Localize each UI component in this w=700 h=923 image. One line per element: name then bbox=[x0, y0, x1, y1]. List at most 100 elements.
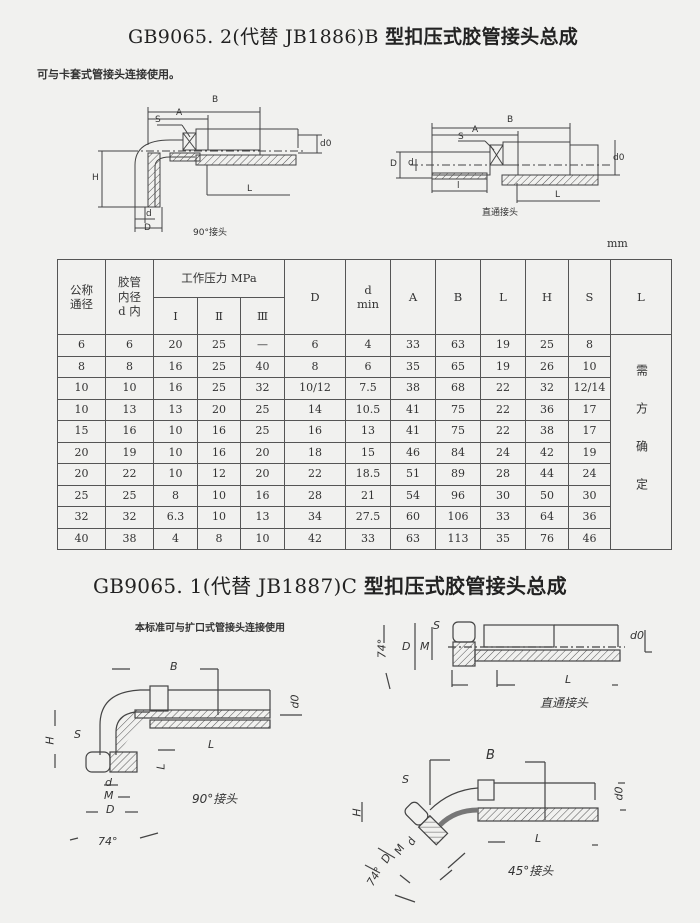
dim-label-h: H bbox=[350, 808, 364, 817]
cell: 68 bbox=[435, 377, 481, 400]
dim-label-d0: d0 bbox=[613, 153, 625, 163]
figure-b-straight: B A S D d l L d0 直通接头 bbox=[370, 95, 630, 225]
dim-label-l: L bbox=[154, 763, 168, 770]
cell: 46 bbox=[568, 527, 611, 550]
cell: 84 bbox=[435, 441, 481, 464]
cell: 75 bbox=[435, 420, 481, 443]
cell: 16 bbox=[153, 355, 198, 378]
header-l: L bbox=[480, 259, 526, 335]
cell: 4 bbox=[153, 527, 198, 550]
cell: 34 bbox=[284, 506, 346, 529]
cell: 22 bbox=[105, 463, 154, 486]
figure-c-45-elbow: B S H d M D L 74° d0 45°接头 bbox=[340, 740, 670, 920]
cell: 8 bbox=[153, 484, 198, 507]
dim-label-d0: d0 bbox=[630, 629, 644, 642]
header-D: D bbox=[284, 259, 346, 335]
dim-label-L: L bbox=[565, 673, 572, 686]
cell: 8 bbox=[105, 355, 154, 378]
dim-label-a: A bbox=[472, 125, 479, 135]
cell: 33 bbox=[480, 506, 526, 529]
cell: 46 bbox=[390, 441, 436, 464]
cell: 32 bbox=[240, 377, 285, 400]
cell: 32 bbox=[57, 506, 106, 529]
header-pressure-1: I bbox=[153, 297, 198, 335]
dim-label-h: H bbox=[92, 173, 99, 183]
cell: 6 bbox=[345, 355, 391, 378]
dim-label-s: S bbox=[155, 115, 161, 125]
cell: 30 bbox=[568, 484, 611, 507]
dim-label-D: D bbox=[144, 223, 151, 233]
cell: 13 bbox=[345, 420, 391, 443]
cell: 17 bbox=[568, 398, 611, 421]
dim-label-D: D bbox=[390, 159, 397, 169]
elbow-drawing-icon bbox=[54, 668, 302, 841]
cell: 42 bbox=[284, 527, 346, 550]
header-working-pressure: 工作压力 MPa bbox=[153, 259, 285, 298]
cell: 41 bbox=[390, 398, 436, 421]
cell: 10 bbox=[153, 420, 198, 443]
cell: 25 bbox=[525, 334, 569, 357]
cell: 19 bbox=[568, 441, 611, 464]
cell: 13 bbox=[240, 506, 285, 529]
cell: 19 bbox=[105, 441, 154, 464]
cell: 16 bbox=[197, 420, 241, 443]
cell: 96 bbox=[435, 484, 481, 507]
header-pressure-3: Ⅲ bbox=[240, 297, 285, 335]
cell: 25 bbox=[240, 398, 285, 421]
last-column-note: 需方确定 bbox=[610, 334, 672, 550]
cell: 41 bbox=[390, 420, 436, 443]
unit-label: mm bbox=[607, 237, 628, 250]
section-b-title-name: 型扣压式胶管接头总成 bbox=[385, 26, 579, 48]
figure-caption: 直通接头 bbox=[540, 696, 589, 710]
cell: 15 bbox=[57, 420, 106, 443]
section-c-title: GB9065. 1(代替 JB1887)C 型扣压式胶管接头总成 bbox=[93, 570, 567, 599]
spec-table: 公称 通径 胶管 内径 d 内 工作压力 MPa D d min A B L H… bbox=[57, 259, 672, 550]
dim-label-b: B bbox=[170, 660, 178, 673]
dim-label-s: S bbox=[74, 728, 81, 741]
cell: — bbox=[240, 334, 285, 357]
elbow-drawing-icon bbox=[98, 107, 322, 232]
section-c-note: 本标准可与扩口式管接头连接使用 bbox=[135, 623, 285, 634]
cell: 32 bbox=[105, 506, 154, 529]
cell: 24 bbox=[568, 463, 611, 486]
dim-label-a: A bbox=[176, 108, 183, 118]
cell: 38 bbox=[525, 420, 569, 443]
cell: 21 bbox=[345, 484, 391, 507]
cell: 20 bbox=[153, 334, 198, 357]
cell: 18 bbox=[284, 441, 346, 464]
cell: 60 bbox=[390, 506, 436, 529]
cell: 30 bbox=[480, 484, 526, 507]
dim-label-L: L bbox=[535, 832, 542, 845]
cell: 54 bbox=[390, 484, 436, 507]
cell: 113 bbox=[435, 527, 481, 550]
section-b-note: 可与卡套式管接头连接使用。 bbox=[37, 68, 180, 81]
header-B: B bbox=[435, 259, 481, 335]
dim-label-L: L bbox=[208, 738, 215, 751]
cell: 10 bbox=[568, 355, 611, 378]
table-header-row: 公称 通径 胶管 内径 d 内 工作压力 MPa D d min A B L H… bbox=[57, 259, 672, 335]
straight-fitting-drawing-icon bbox=[383, 621, 652, 690]
figure-caption: 90°接头 bbox=[192, 792, 238, 806]
cell: 6 bbox=[57, 334, 106, 357]
cell: 40 bbox=[240, 355, 285, 378]
header-nominal-diameter: 公称 通径 bbox=[57, 259, 106, 335]
dim-label-b: B bbox=[507, 115, 514, 125]
cell: 22 bbox=[480, 377, 526, 400]
section-c-title-name: 型扣压式胶管接头总成 bbox=[363, 574, 567, 598]
cell: 35 bbox=[390, 355, 436, 378]
header-A: A bbox=[390, 259, 436, 335]
cell: 63 bbox=[390, 527, 436, 550]
dim-label-s: S bbox=[433, 619, 440, 632]
header-L: L bbox=[610, 259, 672, 335]
dim-label-M: M bbox=[420, 640, 430, 653]
cell: 25 bbox=[57, 484, 106, 507]
cell: 50 bbox=[525, 484, 569, 507]
cell: 10 bbox=[153, 463, 198, 486]
dim-label-d0: d0 bbox=[288, 694, 302, 709]
dim-label-d0: d0 bbox=[320, 139, 332, 149]
